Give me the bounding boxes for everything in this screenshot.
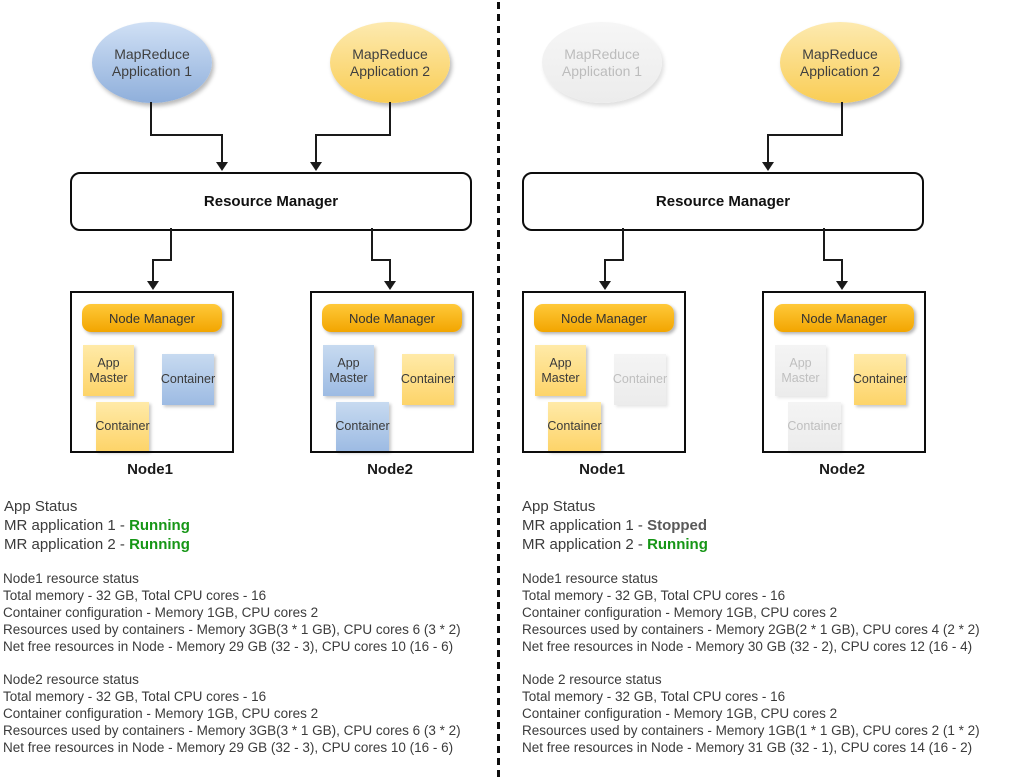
arrow-down-icon: [599, 281, 611, 290]
arrow-down-icon: [310, 162, 322, 171]
res-line: Net free resources in Node - Memory 31 G…: [522, 740, 973, 755]
container-chip: Container: [547, 402, 602, 451]
resource-manager-box: Resource Manager: [70, 172, 472, 231]
res-line: Node 2 resource status: [522, 672, 662, 687]
node2-resource-status: Node2 resource status Total memory - 32 …: [3, 671, 461, 756]
res-line: Total memory - 32 GB, Total CPU cores - …: [3, 588, 267, 603]
res-line: Node1 resource status: [3, 571, 139, 586]
mapreduce-application-1-ellipse: MapReduce Application 1: [542, 22, 662, 103]
connector-line: [823, 228, 825, 261]
res-line: Container configuration - Memory 1GB, CP…: [522, 706, 838, 721]
node-manager-pill: Node Manager: [82, 304, 222, 332]
connector-line: [389, 259, 391, 283]
app-status-heading: App Status: [522, 498, 596, 515]
container-chip: Container: [401, 354, 455, 405]
connector-line: [152, 259, 154, 283]
app-status-prefix: MR application 2 -: [4, 536, 130, 553]
arrow-down-icon: [384, 281, 396, 290]
mapreduce-application-2-ellipse: MapReduce Application 2: [780, 22, 900, 103]
res-line: Resources used by containers - Memory 3G…: [3, 622, 461, 637]
app-status-block: App Status MR application 1 - Stopped MR…: [522, 497, 708, 554]
app-status-value: Stopped: [647, 517, 708, 534]
node1-box: Node Manager App Master Container Contai…: [522, 291, 686, 453]
app-status-value: Running: [647, 536, 708, 553]
res-line: Node2 resource status: [3, 672, 139, 687]
node1-label: Node1: [579, 461, 625, 478]
container-chip: Container: [335, 402, 390, 451]
connector-line: [767, 134, 769, 163]
container-chip: Container: [613, 354, 667, 405]
node2-resource-status: Node 2 resource status Total memory - 32…: [522, 671, 980, 756]
connector-line: [371, 259, 391, 261]
res-line: Total memory - 32 GB, Total CPU cores - …: [3, 689, 267, 704]
node2-label: Node2: [819, 461, 865, 478]
app-status-value: Running: [129, 517, 190, 534]
res-line: Net free resources in Node - Memory 30 G…: [522, 639, 973, 654]
connector-line: [152, 259, 172, 261]
connector-line: [604, 259, 624, 261]
container-chip: Container: [787, 402, 842, 451]
arrow-down-icon: [216, 162, 228, 171]
connector-line: [150, 134, 223, 136]
connector-line: [389, 102, 391, 135]
connector-line: [823, 259, 843, 261]
app-status-line: MR application 1 - Running: [4, 516, 190, 535]
mapreduce-application-2-ellipse: MapReduce Application 2: [330, 22, 450, 103]
connector-line: [170, 228, 172, 261]
node-manager-pill: Node Manager: [534, 304, 674, 332]
app-master-chip: App Master: [535, 345, 586, 396]
connector-line: [841, 259, 843, 283]
arrow-down-icon: [147, 281, 159, 290]
connector-line: [371, 228, 373, 261]
app-master-chip: App Master: [775, 345, 826, 396]
panel-divider-dashed-line: [497, 2, 500, 780]
app-status-block: App Status MR application 1 - Running MR…: [4, 497, 190, 554]
app-status-line: MR application 1 - Stopped: [522, 516, 708, 535]
app-master-chip: App Master: [83, 345, 134, 396]
container-chip: Container: [161, 354, 215, 405]
res-line: Total memory - 32 GB, Total CPU cores - …: [522, 588, 786, 603]
node2-box: Node Manager App Master Container Contai…: [762, 291, 926, 453]
res-line: Container configuration - Memory 1GB, CP…: [522, 605, 838, 620]
connector-line: [841, 102, 843, 135]
res-line: Net free resources in Node - Memory 29 G…: [3, 639, 454, 654]
app-status-line: MR application 2 - Running: [522, 535, 708, 554]
connector-line: [221, 134, 223, 163]
res-line: Resources used by containers - Memory 2G…: [522, 622, 980, 637]
container-chip: Container: [95, 402, 150, 451]
res-line: Total memory - 32 GB, Total CPU cores - …: [522, 689, 786, 704]
app-status-heading: App Status: [4, 498, 78, 515]
node-manager-pill: Node Manager: [774, 304, 914, 332]
node1-resource-status: Node1 resource status Total memory - 32 …: [522, 570, 980, 655]
connector-line: [604, 259, 606, 283]
res-line: Container configuration - Memory 1GB, CP…: [3, 605, 319, 620]
app-status-prefix: MR application 1 -: [4, 517, 130, 534]
resource-manager-box: Resource Manager: [522, 172, 924, 231]
connector-line: [150, 102, 152, 135]
node1-resource-status: Node1 resource status Total memory - 32 …: [3, 570, 461, 655]
res-line: Container configuration - Memory 1GB, CP…: [3, 706, 319, 721]
connector-line: [315, 134, 317, 163]
mapreduce-application-1-ellipse: MapReduce Application 1: [92, 22, 212, 103]
node1-box: Node Manager App Master Container Contai…: [70, 291, 234, 453]
connector-line: [316, 134, 391, 136]
res-line: Resources used by containers - Memory 3G…: [3, 723, 461, 738]
app-master-chip: App Master: [323, 345, 374, 396]
arrow-down-icon: [836, 281, 848, 290]
res-line: Net free resources in Node - Memory 29 G…: [3, 740, 454, 755]
app-status-line: MR application 2 - Running: [4, 535, 190, 554]
app-status-prefix: MR application 1 -: [522, 517, 648, 534]
connector-line: [768, 134, 843, 136]
app-status-prefix: MR application 2 -: [522, 536, 648, 553]
res-line: Node1 resource status: [522, 571, 658, 586]
app-status-value: Running: [129, 536, 190, 553]
node2-label: Node2: [367, 461, 413, 478]
node2-box: Node Manager App Master Container Contai…: [310, 291, 474, 453]
connector-line: [622, 228, 624, 261]
container-chip: Container: [853, 354, 907, 405]
node1-label: Node1: [127, 461, 173, 478]
arrow-down-icon: [762, 162, 774, 171]
node-manager-pill: Node Manager: [322, 304, 462, 332]
res-line: Resources used by containers - Memory 1G…: [522, 723, 980, 738]
